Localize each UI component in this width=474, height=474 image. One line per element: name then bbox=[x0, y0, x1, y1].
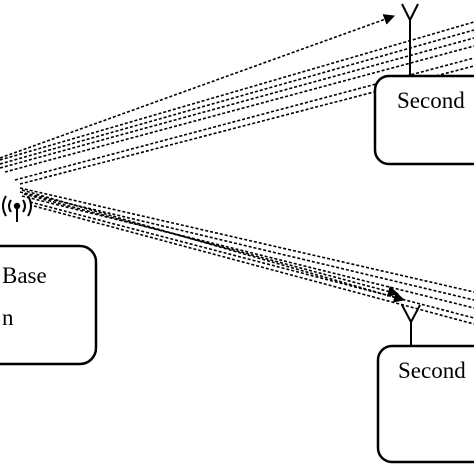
wireless-signal-icon bbox=[2, 195, 32, 222]
secondary-bottom-box bbox=[376, 344, 474, 464]
lower-link-1 bbox=[19, 187, 474, 293]
bottom-antenna-icon bbox=[401, 304, 421, 346]
lower-link-3 bbox=[21, 195, 474, 309]
secondary-top-label: Second bbox=[397, 88, 465, 113]
upper-link-7 bbox=[0, 14, 396, 159]
upper-link-3 bbox=[0, 37, 474, 169]
upper-link-4 bbox=[4, 45, 474, 173]
base-station-label-line1: Base bbox=[2, 263, 47, 288]
lower-link-bundle bbox=[19, 187, 474, 325]
top-antenna-icon bbox=[401, 3, 419, 76]
upper-link-1 bbox=[0, 21, 474, 161]
lower-link-6 bbox=[21, 189, 406, 303]
lower-link-5 bbox=[33, 205, 474, 325]
base-station-box bbox=[0, 244, 98, 366]
lower-link-2 bbox=[19, 191, 474, 301]
lower-link-7 bbox=[23, 193, 400, 297]
base-station-label-line2: n bbox=[2, 305, 14, 330]
secondary-top-box bbox=[373, 74, 474, 166]
secondary-bottom-label: Second bbox=[398, 358, 466, 383]
upper-link-2 bbox=[0, 29, 474, 165]
